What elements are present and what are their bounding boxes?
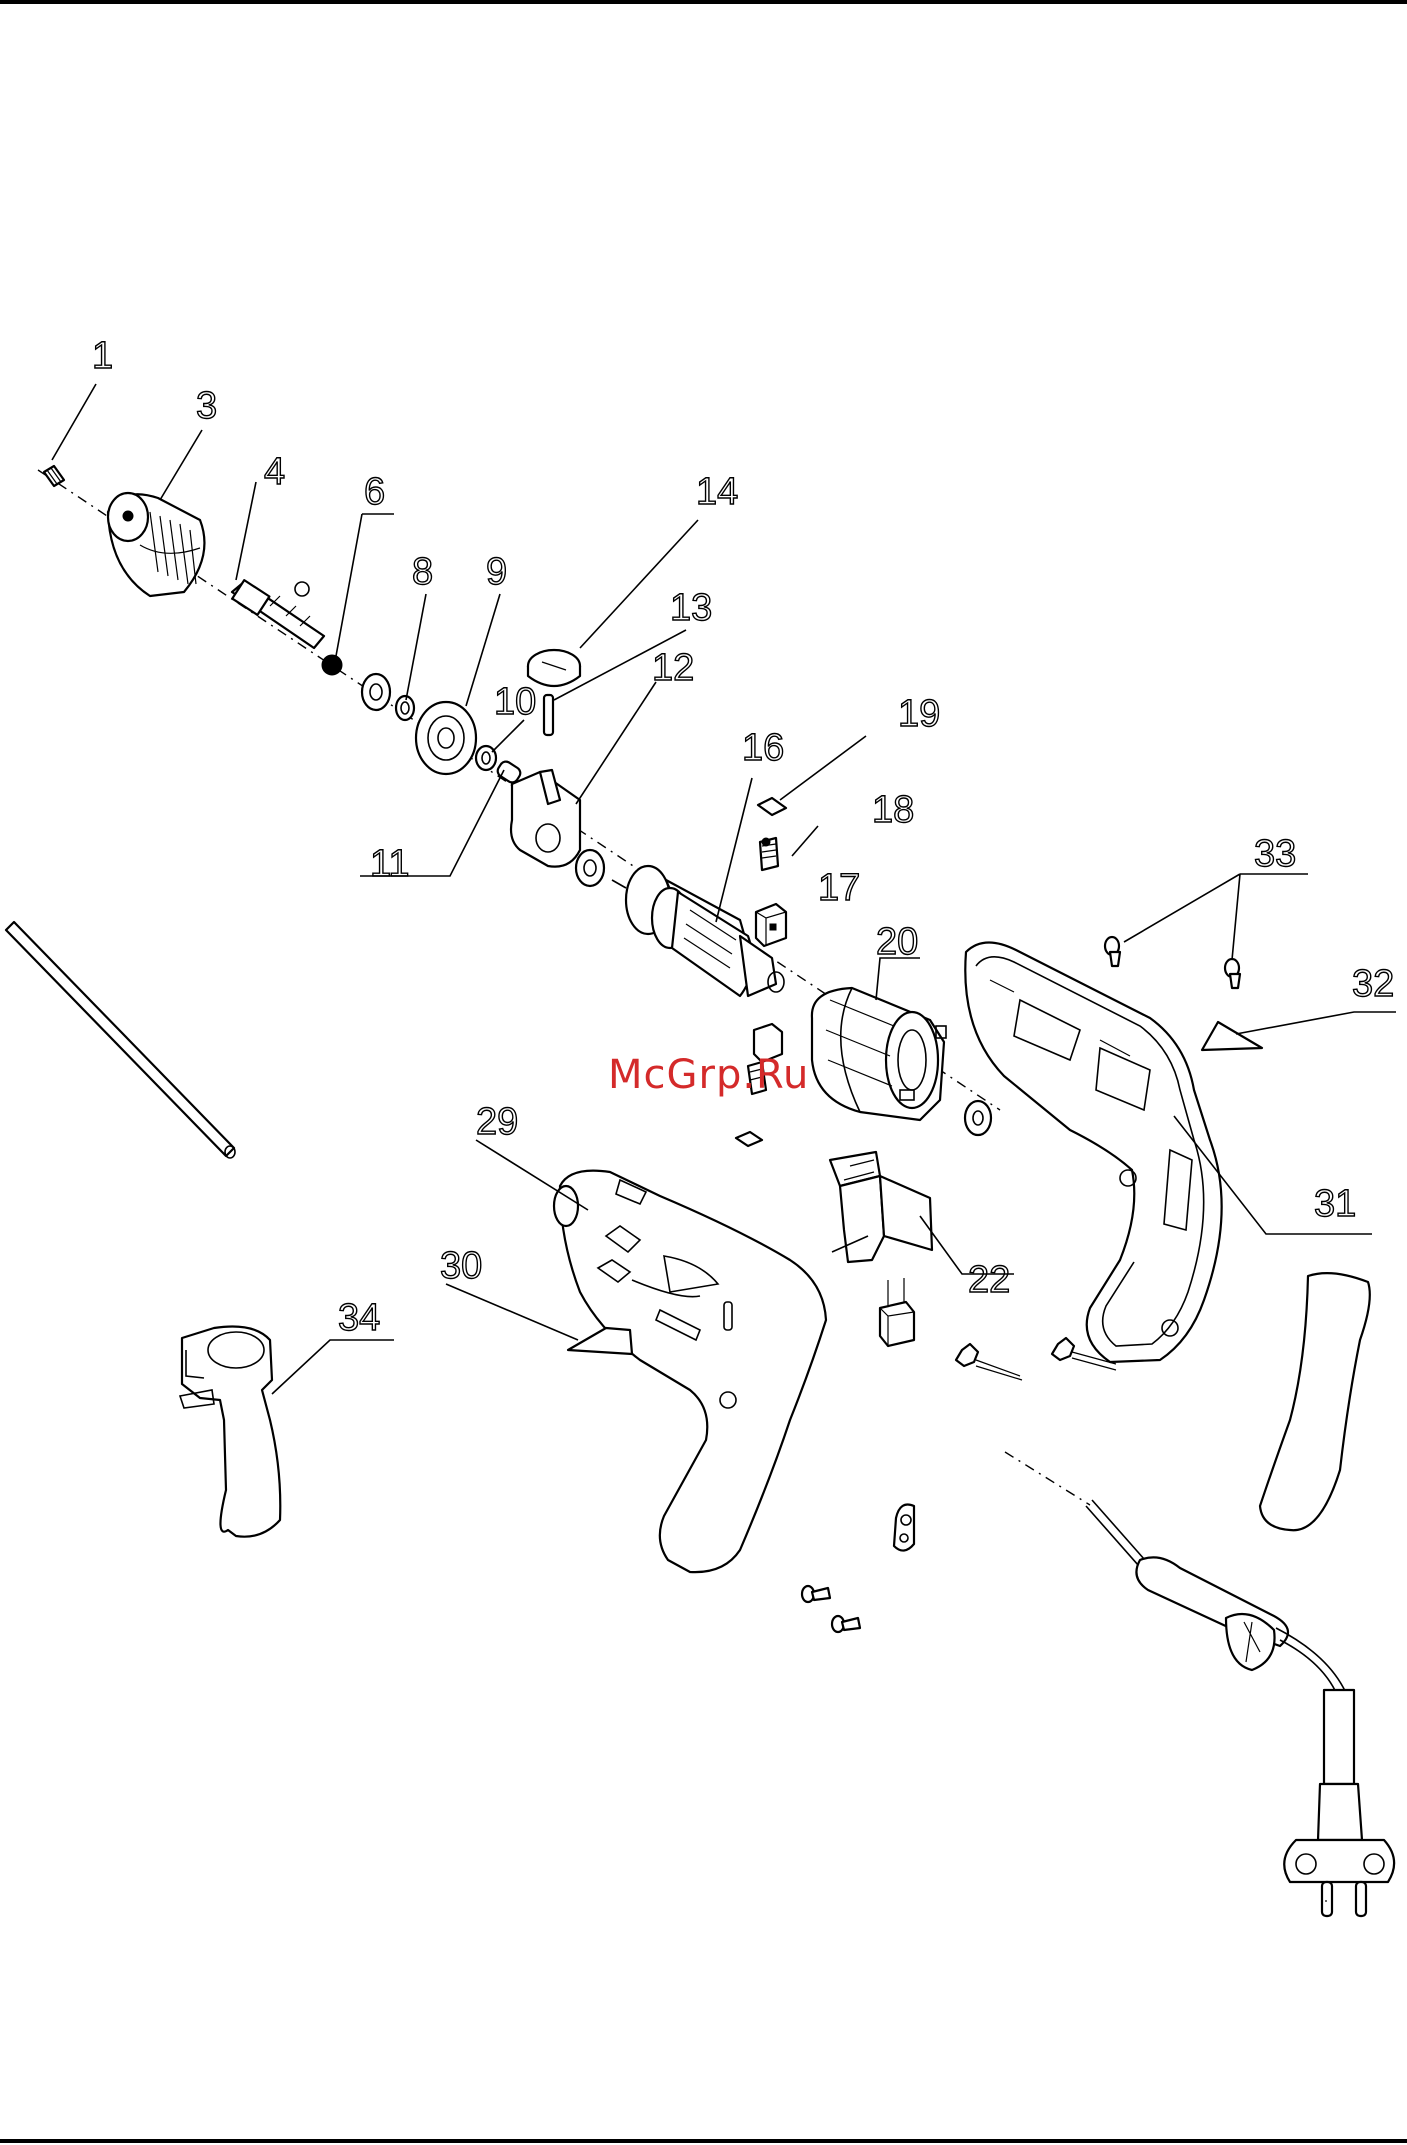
part-32-label: [1202, 1022, 1262, 1050]
part-9-gear: [416, 702, 476, 774]
part-19-brush-cap: [758, 798, 786, 815]
part-12-gear-bracket: [511, 770, 580, 867]
callout-1: 1: [92, 335, 113, 377]
callout-31: 31: [1314, 1183, 1356, 1225]
part-28-screw: [832, 1616, 860, 1632]
bottom-rule: [0, 2139, 1407, 2143]
part-7-bearing: [362, 674, 390, 710]
part-33-housing-screws: [1105, 937, 1240, 988]
callout-33: 33: [1254, 833, 1296, 875]
callout-6: 6: [364, 471, 385, 513]
part-26-cord-clip: [894, 1505, 914, 1551]
part-13-pin: [544, 695, 553, 735]
part-8-circlip: [396, 696, 414, 720]
part-10-washer: [476, 746, 496, 770]
part-18-carbon-brush: [760, 838, 778, 870]
part-27-screw: [802, 1586, 830, 1602]
part-20-stator: [812, 988, 946, 1120]
watermark-text: McGrp.Ru: [608, 1052, 809, 1098]
part-17-brush-holder: [756, 904, 786, 946]
callout-4: 4: [264, 451, 285, 493]
top-rule: [0, 0, 1407, 4]
part-35-grip-insert: [1260, 1273, 1370, 1530]
part-23-capacitor: [880, 1278, 914, 1346]
callout-18: 18: [872, 789, 914, 831]
part-30-label: [568, 1328, 632, 1354]
callout-20: 20: [876, 921, 918, 963]
callout-10: 10: [494, 681, 536, 723]
callout-16: 16: [742, 727, 784, 769]
callout-22: 22: [968, 1259, 1010, 1301]
part-1-chuck-screw: [44, 466, 64, 486]
callout-29: 29: [476, 1101, 518, 1143]
callout-34: 34: [338, 1297, 380, 1339]
part-24-terminal-left: [956, 1344, 1022, 1380]
part-15-bearing: [576, 850, 604, 886]
part-4-spindle: [232, 580, 324, 648]
callout-9: 9: [486, 551, 507, 593]
part-29-housing-half: [554, 1171, 826, 1573]
callout-17: 17: [818, 867, 860, 909]
callout-19: 19: [898, 693, 940, 735]
part-6-ball: [322, 655, 342, 675]
part-3-keyless-chuck: [108, 493, 204, 596]
callout-3: 3: [196, 385, 217, 427]
callout-32: 32: [1352, 963, 1394, 1005]
callout-30: 30: [440, 1245, 482, 1287]
part-power-cord: [1086, 1500, 1394, 1916]
part-21-rear-bearing: [965, 1101, 991, 1135]
callout-13: 13: [670, 587, 712, 629]
callout-12: 12: [652, 647, 694, 689]
callout-11: 11: [370, 843, 409, 885]
callout-8: 8: [412, 551, 433, 593]
part-depth-rod: [6, 922, 235, 1158]
part-22-switch: [830, 1152, 932, 1262]
part-34-aux-handle: [180, 1327, 280, 1537]
callout-14: 14: [696, 471, 738, 513]
